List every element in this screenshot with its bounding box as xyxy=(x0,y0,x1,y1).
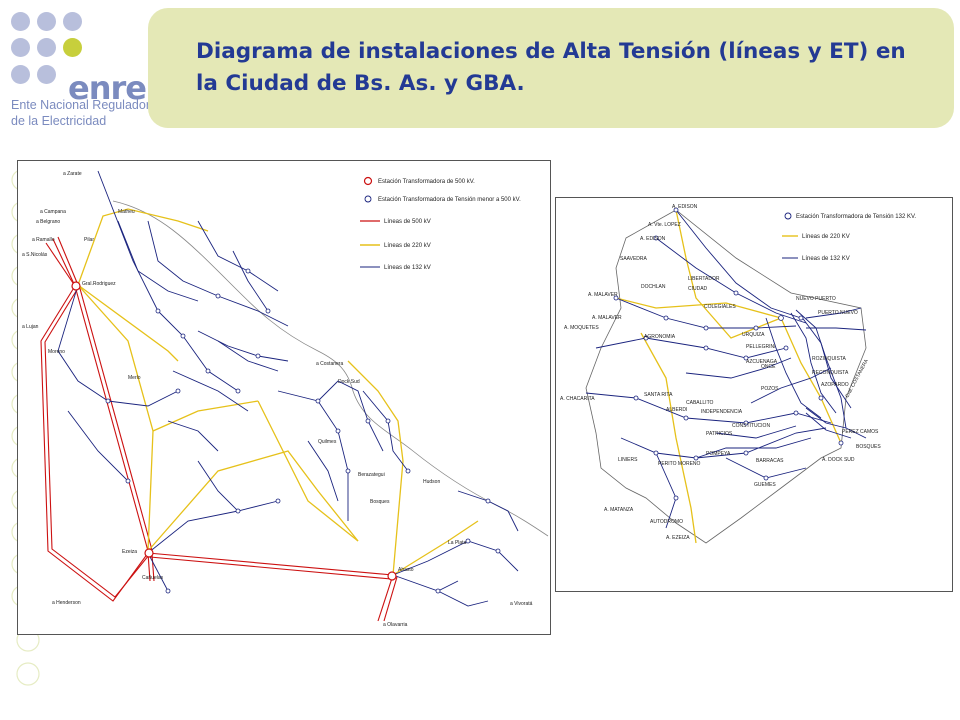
map-label: A. CHACARITA xyxy=(560,396,595,402)
map-label: NUEVO PUERTO xyxy=(796,296,836,302)
river-outline xyxy=(112,200,549,537)
map-label: Gral.Rodriguez xyxy=(82,281,116,287)
map-label: a Ramallo xyxy=(32,237,55,243)
map-left-legend: Estación Transformadora de 500 kV. Estac… xyxy=(360,176,521,271)
map-label: a Costanera xyxy=(316,361,343,367)
logo-dot xyxy=(37,65,56,84)
map-label: A. MATANZA xyxy=(604,507,634,513)
logo-dot xyxy=(11,38,30,57)
map-label: PEREZ CAMOS xyxy=(842,429,879,435)
map-label: Moreno xyxy=(48,349,65,355)
map-label: A. Vte. LOPEZ xyxy=(648,222,681,228)
map-label: CABALLITO xyxy=(686,400,714,406)
map-label: Berazategui xyxy=(358,472,385,478)
et-gral-rodriguez xyxy=(71,281,81,291)
map-label: A. MALAVER xyxy=(592,315,622,321)
map-label: A. DOCK SUD xyxy=(822,457,855,463)
legend-r-line132: Líneas de 132 KV xyxy=(802,256,850,262)
map-label: Dock Sud xyxy=(338,379,360,385)
map-label: Cral. COSTANERA xyxy=(844,358,870,399)
logo-dot xyxy=(37,38,56,57)
legend-line132: Líneas de 132 kV xyxy=(384,265,431,271)
city-boundary xyxy=(585,209,867,544)
map-label: a Lujan xyxy=(22,324,39,330)
page-title: Diagrama de instalaciones de Alta Tensió… xyxy=(196,39,906,96)
gba-map-svg: Estación Transformadora de 500 kV. Estac… xyxy=(22,170,549,628)
map-label: PELLEGRINI xyxy=(746,344,775,350)
map-label: PERITO MORENO xyxy=(658,461,701,467)
map-label: Pilar xyxy=(84,237,94,243)
map-label: Abasto xyxy=(398,567,414,573)
map-label: CONSTITUCION xyxy=(732,423,770,429)
caba-map-svg: Estación Transformadora de Tensión 132 K… xyxy=(560,204,916,544)
map-label: Cañuelas xyxy=(142,575,164,581)
logo-dot xyxy=(63,12,82,31)
map-label: RECONQUISTA xyxy=(812,370,849,376)
map-label: a Campana xyxy=(40,209,66,215)
logo-dot-accent xyxy=(63,38,82,57)
map-label: ROZINQUISTA xyxy=(812,356,846,362)
map-label: a Zarate xyxy=(63,171,82,177)
et-abasto xyxy=(387,571,397,581)
legend-et-menor: Estación Transformadora de Tensión menor… xyxy=(378,197,521,203)
map-label: a Henderson xyxy=(52,600,81,606)
caba-high-voltage-map: Estación Transformadora de Tensión 132 K… xyxy=(555,197,953,592)
map-right-legend: Estación Transformadora de Tensión 132 K… xyxy=(782,212,916,262)
legend-r-line220: Líneas de 220 KV xyxy=(802,234,850,240)
enre-logo: enre Ente Nacional Regulador de la Elect… xyxy=(10,12,150,132)
map-label: Merlo xyxy=(128,375,141,381)
legend-line500: Líneas de 500 kV xyxy=(384,219,431,225)
legend-et500: Estación Transformadora de 500 kV. xyxy=(378,179,475,185)
logo-org-line2: de la Electricidad xyxy=(11,114,107,128)
map-label: AZCUENAGA xyxy=(746,359,778,365)
logo-brand: enre xyxy=(68,69,147,107)
legend-line220: Líneas de 220 kV xyxy=(384,243,431,249)
map-label: AUTODROMO xyxy=(650,519,683,525)
map-label: LIBERTADOR xyxy=(688,276,720,282)
map-label: LINIERS xyxy=(618,457,638,463)
map-label: Bosques xyxy=(370,499,390,505)
title-banner: Diagrama de instalaciones de Alta Tensió… xyxy=(148,8,954,128)
map-label: AGRONOMIA xyxy=(644,334,676,340)
map-label: POZOS xyxy=(761,386,779,392)
map-label: AZOPARDO xyxy=(821,382,849,388)
map-label: A. MOQUETES xyxy=(564,325,599,331)
map-label: CIUDAD xyxy=(688,286,708,292)
map-label: a Belgrano xyxy=(36,219,60,225)
map-label: a S.Nicolás xyxy=(22,252,48,258)
map-label: Quilmes xyxy=(318,439,337,445)
map-label: URQUIZA xyxy=(742,332,765,338)
map-label: SANTA RITA xyxy=(644,392,673,398)
legend-et132: Estación Transformadora de Tensión 132 K… xyxy=(796,214,916,220)
map-label: A. EDISON xyxy=(640,236,666,242)
map-label: ALBERDI xyxy=(666,407,687,413)
map-label: DOCHLAN xyxy=(641,284,666,290)
map-label: Matheu xyxy=(118,209,135,215)
map-label: BOSQUES xyxy=(856,444,881,450)
map-label: ONCE xyxy=(761,364,776,370)
logo-dot xyxy=(11,12,30,31)
map-label: a Olavarria xyxy=(383,622,408,628)
logo-org-line1: Ente Nacional Regulador xyxy=(11,98,150,112)
map-label: Ezeiza xyxy=(122,549,137,555)
map-label: POMPEYA xyxy=(706,451,731,457)
map-label: SAAVEDRA xyxy=(620,256,648,262)
map-label: GUEMES xyxy=(754,482,776,488)
map-label: PATRICIOS xyxy=(706,431,733,437)
gba-high-voltage-map: Estación Transformadora de 500 kV. Estac… xyxy=(17,160,551,635)
logo-dot xyxy=(37,12,56,31)
map-label: PUERTO NUEVO xyxy=(818,310,858,316)
map-label: La Plata xyxy=(448,540,467,546)
map-label: Hudson xyxy=(423,479,440,485)
map-label: A. MALAVER xyxy=(588,292,618,298)
et-ezeiza xyxy=(144,548,154,558)
map-label: A. EZEIZA xyxy=(666,535,690,541)
map-label: a Vivoratá xyxy=(510,601,533,607)
map-label: A. EDISON xyxy=(672,204,698,210)
map-label: COLEGIALES xyxy=(704,304,736,310)
logo-dot xyxy=(11,65,30,84)
map-label: BARRACAS xyxy=(756,458,784,464)
map-label: INDEPENDENCIA xyxy=(701,409,743,415)
